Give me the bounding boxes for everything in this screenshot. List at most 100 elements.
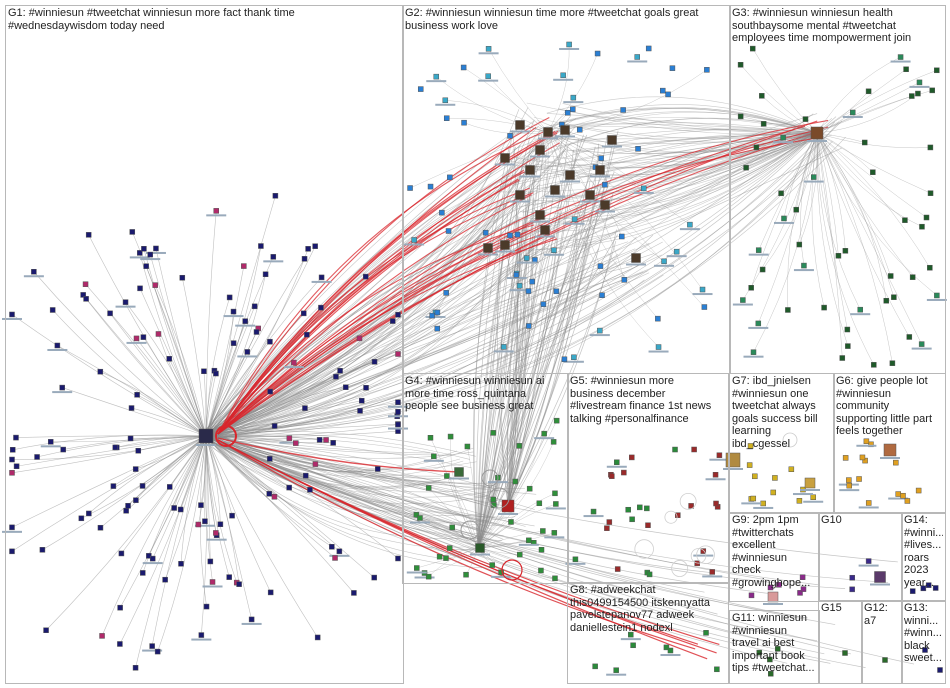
node[interactable] xyxy=(687,221,693,228)
node[interactable] xyxy=(137,285,143,292)
node[interactable] xyxy=(244,349,251,355)
node[interactable] xyxy=(9,524,15,531)
node[interactable] xyxy=(540,225,550,235)
node[interactable] xyxy=(333,373,339,380)
node[interactable] xyxy=(904,498,911,504)
node[interactable] xyxy=(291,359,297,366)
node[interactable] xyxy=(107,310,113,317)
node[interactable] xyxy=(756,649,763,656)
node[interactable] xyxy=(903,66,909,73)
node[interactable] xyxy=(363,385,369,391)
node[interactable] xyxy=(865,558,872,564)
node[interactable] xyxy=(129,229,136,235)
node[interactable] xyxy=(460,64,467,71)
node[interactable] xyxy=(576,126,583,133)
node[interactable] xyxy=(213,370,219,377)
node[interactable] xyxy=(752,473,758,480)
node[interactable] xyxy=(143,263,149,269)
node[interactable] xyxy=(147,251,153,258)
node[interactable] xyxy=(241,263,247,269)
node[interactable] xyxy=(566,41,572,48)
node[interactable] xyxy=(737,113,744,120)
node[interactable] xyxy=(525,165,535,175)
node[interactable] xyxy=(811,174,817,180)
node[interactable] xyxy=(226,294,233,301)
node[interactable] xyxy=(500,344,507,350)
node[interactable] xyxy=(523,255,530,261)
node[interactable] xyxy=(230,308,237,315)
node[interactable] xyxy=(425,573,432,580)
node[interactable] xyxy=(134,392,140,398)
node[interactable] xyxy=(883,297,890,304)
node[interactable] xyxy=(517,551,523,558)
node[interactable] xyxy=(525,288,532,294)
node[interactable] xyxy=(236,581,242,587)
node[interactable] xyxy=(759,93,765,99)
node[interactable] xyxy=(434,309,441,316)
node[interactable] xyxy=(461,119,467,126)
node[interactable] xyxy=(646,571,653,578)
node[interactable] xyxy=(336,548,343,555)
node[interactable] xyxy=(543,127,553,137)
node[interactable] xyxy=(127,435,134,442)
node[interactable] xyxy=(737,62,744,68)
node[interactable] xyxy=(414,565,420,571)
node[interactable] xyxy=(551,247,557,253)
node[interactable] xyxy=(485,46,492,52)
node[interactable] xyxy=(919,223,925,230)
node[interactable] xyxy=(778,190,784,197)
node[interactable] xyxy=(540,301,547,307)
node[interactable] xyxy=(307,487,313,493)
node[interactable] xyxy=(801,262,807,269)
node[interactable] xyxy=(846,482,853,489)
node[interactable] xyxy=(390,318,396,324)
node[interactable] xyxy=(645,45,652,52)
node[interactable] xyxy=(774,646,781,652)
node[interactable] xyxy=(915,90,921,97)
node[interactable] xyxy=(97,368,104,375)
node[interactable] xyxy=(609,473,615,479)
node[interactable] xyxy=(849,586,855,593)
node[interactable] xyxy=(343,384,349,390)
node[interactable] xyxy=(842,248,849,254)
node[interactable] xyxy=(619,233,625,240)
node[interactable] xyxy=(927,264,933,271)
node[interactable] xyxy=(82,281,89,287)
node[interactable] xyxy=(86,510,92,517)
node[interactable] xyxy=(427,183,434,190)
node[interactable] xyxy=(634,54,640,60)
node[interactable] xyxy=(572,556,579,563)
node[interactable] xyxy=(444,473,450,479)
node[interactable] xyxy=(323,437,329,443)
node[interactable] xyxy=(118,550,125,557)
node[interactable] xyxy=(413,512,420,518)
node[interactable] xyxy=(621,277,628,283)
node[interactable] xyxy=(631,253,641,263)
node[interactable] xyxy=(871,362,877,368)
node[interactable] xyxy=(304,331,310,338)
node[interactable] xyxy=(490,496,496,503)
node[interactable] xyxy=(747,443,754,449)
node[interactable] xyxy=(929,87,935,94)
node[interactable] xyxy=(927,144,934,151)
node[interactable] xyxy=(857,306,863,313)
node[interactable] xyxy=(768,670,774,677)
node[interactable] xyxy=(59,384,65,391)
node[interactable] xyxy=(425,485,432,491)
node[interactable] xyxy=(248,616,255,623)
node[interactable] xyxy=(152,282,158,288)
node[interactable] xyxy=(371,359,378,365)
node[interactable] xyxy=(835,253,842,259)
node[interactable] xyxy=(665,91,671,98)
node[interactable] xyxy=(272,193,279,199)
node[interactable] xyxy=(594,50,601,57)
node[interactable] xyxy=(529,278,535,285)
node[interactable] xyxy=(755,320,762,327)
node[interactable] xyxy=(760,121,767,127)
node[interactable] xyxy=(251,303,258,310)
node[interactable] xyxy=(906,334,913,340)
node[interactable] xyxy=(560,125,570,135)
node[interactable] xyxy=(516,282,523,289)
node[interactable] xyxy=(501,499,515,513)
node[interactable] xyxy=(797,590,803,596)
